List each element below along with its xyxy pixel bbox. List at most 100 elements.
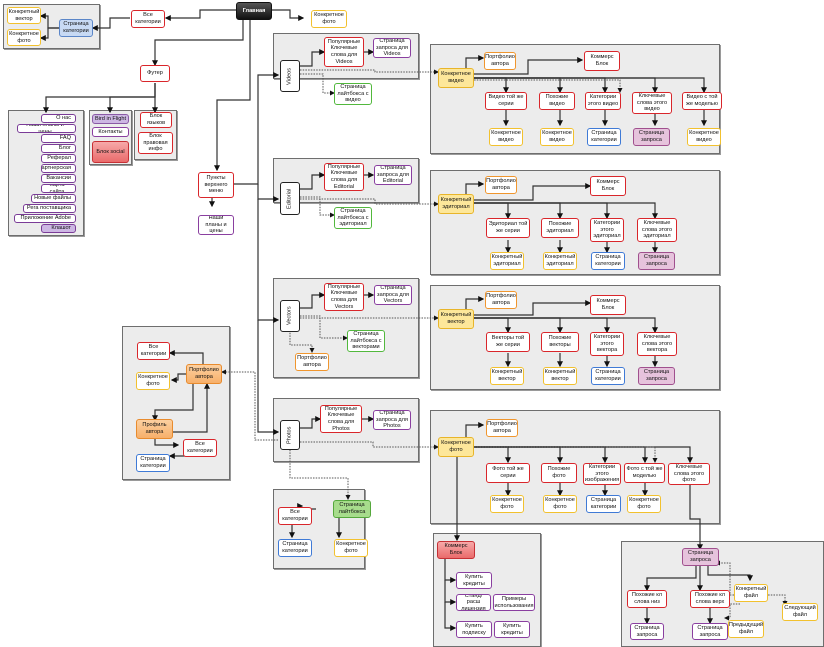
node-vectors-child-3[interactable]: Ключевые слова этого вектора [637, 332, 677, 356]
node-author-all-categories-2[interactable]: Все категории [183, 439, 217, 457]
node-video-target-0[interactable]: Конкретное видео [489, 128, 523, 146]
node-specific-video[interactable]: Конкретное видео [438, 68, 474, 88]
node-footer[interactable]: Футер [140, 65, 170, 82]
node-vectors-commerce[interactable]: Коммерс Блок [590, 295, 626, 315]
node-prev-file[interactable]: Предыдущий файл [728, 620, 764, 638]
node-editorial-lightbox[interactable]: Страница лайтбокса с эдиториал [334, 207, 372, 229]
node-editorial-target-0[interactable]: Конкретный эдиториал [490, 252, 524, 270]
footer-link-referral[interactable]: Реферал [41, 154, 76, 163]
node-vectors-author-portfolio[interactable]: Портфолио автора [295, 353, 329, 371]
node-photos-target-2[interactable]: Страница категории [586, 495, 621, 513]
node-vectors-target-3[interactable]: Страница запроса [638, 367, 675, 385]
node-video-target-1[interactable]: Конкретное видео [540, 128, 574, 146]
footer-legal[interactable]: Блок правовая инфо [138, 132, 173, 154]
node-vectors-portfolio[interactable]: Портфолио автора [485, 291, 517, 309]
node-vectors-query[interactable]: Страница запроса для Vectors [374, 285, 412, 305]
node-photos-portfolio[interactable]: Портфолио автора [486, 419, 518, 437]
node-vectors-child-1[interactable]: Похожие векторы [541, 332, 579, 352]
node-editorial-portfolio[interactable]: Портфолио автора [485, 176, 517, 194]
node-video-target-3[interactable]: Страница запроса [633, 128, 670, 146]
node-editorial-query[interactable]: Страница запроса для Editorial [374, 165, 412, 185]
node-specific-photo-main[interactable]: Конкретное фото [438, 437, 474, 457]
node-photos-child-3[interactable]: Фото с той же моделью [624, 463, 665, 483]
node-license[interactable]: Станд/расш лицензия [456, 594, 491, 611]
node-query-page-1[interactable]: Страница запроса [630, 623, 664, 640]
node-video-child-3[interactable]: Ключевые слова этого видео [632, 92, 672, 114]
node-lightbox-specific-photo[interactable]: Конкретное фото [334, 539, 368, 557]
node-photos-child-1[interactable]: Похожие фото [541, 463, 577, 483]
node-specific-vector-main[interactable]: Конкретный вектор [438, 309, 474, 329]
node-editorial-keywords[interactable]: Популярные Ключевые слова для Editorial [324, 163, 364, 191]
node-vectors-target-1[interactable]: Конкретный вектор [543, 367, 577, 385]
node-similar-up[interactable]: Похожие кл слова верх [690, 590, 730, 608]
node-lightbox-page[interactable]: Страница лайтбокса [333, 500, 371, 518]
node-vectors-target-0[interactable]: Конкретный вектор [490, 367, 524, 385]
tab-vectors[interactable]: Vectors [280, 300, 300, 332]
node-editorial-target-1[interactable]: Конкретный эдиториал [543, 252, 577, 270]
node-vectors-keywords[interactable]: Популярные Ключевые слова для Vectors [324, 283, 364, 311]
node-author-profile[interactable]: Профиль автора [136, 419, 173, 439]
footer-link-klashot[interactable]: Клашот [41, 224, 76, 233]
node-commerce[interactable]: Коммерс Блок [437, 541, 475, 559]
footer-link-about[interactable]: О нас [41, 114, 76, 123]
node-photos-keywords[interactable]: Популярные Ключевые слова для Photos [320, 405, 362, 433]
footer-bird-in-flight[interactable]: Bird in Flight [92, 114, 129, 124]
node-vectors-child-0[interactable]: Векторы той же серии [486, 332, 530, 352]
node-top-menu[interactable]: Пункты верхнего меню [198, 172, 234, 198]
tab-editorial[interactable]: Editorial [280, 182, 300, 215]
node-video-commerce[interactable]: Коммерс Блок [584, 51, 620, 71]
node-lightbox-all-categories[interactable]: Все категории [278, 507, 312, 525]
node-photos-target-0[interactable]: Конкретное фото [490, 495, 524, 513]
node-specific-editorial[interactable]: Конкретный эдиториал [438, 194, 474, 214]
node-specific-vector[interactable]: Конкретный вектор [7, 7, 41, 24]
node-videos-keywords[interactable]: Популярные Ключевые слова для Videos [324, 37, 364, 67]
node-photos-query[interactable]: Страница запроса для Photos [373, 410, 411, 430]
footer-link-jobs[interactable]: Вакансии [41, 174, 76, 183]
footer-link-partner[interactable]: Партнерская [41, 164, 76, 173]
node-query-page[interactable]: Страница запроса [682, 548, 719, 566]
node-author-all-categories[interactable]: Все категории [137, 342, 170, 360]
node-specific-file[interactable]: Конкретный файл [734, 584, 768, 602]
node-vectors-target-2[interactable]: Страница категории [591, 367, 625, 385]
node-video-child-2[interactable]: Категории этого видео [585, 92, 621, 110]
footer-link-sitemap[interactable]: Карта сайта [41, 184, 76, 193]
node-lightbox-category-page[interactable]: Страница категории [278, 539, 312, 557]
tab-photos[interactable]: Photos [280, 420, 300, 450]
node-next-file[interactable]: Следующий файл [782, 603, 818, 621]
node-similar-down[interactable]: Похожие кл слова низ [627, 590, 667, 608]
node-editorial-child-2[interactable]: Категории этого эдиториал [590, 218, 624, 242]
node-editorial-child-0[interactable]: Эдиториал той же серии [486, 218, 530, 238]
footer-link-plans[interactable]: Наши планы и цены [17, 124, 76, 133]
node-author-specific-photo[interactable]: Конкретное фото [136, 372, 170, 390]
footer-contacts[interactable]: Контакты [92, 127, 129, 137]
node-home[interactable]: Главная [236, 2, 272, 20]
node-author-category-page[interactable]: Страница категории [136, 454, 170, 472]
node-videos-query[interactable]: Страница запроса для Videos [373, 38, 411, 58]
node-specific-photo-top[interactable]: Конкретное фото [311, 10, 347, 28]
node-editorial-child-3[interactable]: Ключевые слова этого эдиториал [637, 218, 677, 242]
node-editorial-target-3[interactable]: Страница запроса [638, 252, 675, 270]
node-video-child-1[interactable]: Похожие видео [539, 92, 575, 110]
node-buy-credits[interactable]: Купить кредиты [456, 572, 492, 589]
footer-link-faq[interactable]: FAQ [41, 134, 76, 143]
node-specific-photo-cat[interactable]: Конкретное фото [7, 29, 41, 46]
node-photos-child-2[interactable]: Категории этого изображения [583, 463, 621, 485]
node-photos-target-3[interactable]: Конкретное фото [627, 495, 661, 513]
node-photos-child-0[interactable]: Фото той же серии [486, 463, 530, 483]
footer-social[interactable]: Блок social [92, 141, 129, 163]
node-category-page[interactable]: Страница категории [59, 19, 93, 37]
node-buy-subscription[interactable]: Купить подписку [456, 621, 492, 638]
node-editorial-child-1[interactable]: Похожие эдиториал [541, 218, 579, 238]
node-video-child-0[interactable]: Видео той же серии [485, 92, 527, 110]
node-video-target-4[interactable]: Конкретное видео [687, 128, 721, 146]
node-query-page-2[interactable]: Страница запроса [692, 623, 728, 640]
node-plans[interactable]: Наши планы и цены [198, 215, 234, 235]
node-examples[interactable]: Примеры использования [493, 594, 535, 611]
node-video-portfolio[interactable]: Портфолио автора [484, 52, 516, 70]
node-editorial-target-2[interactable]: Страница категории [591, 252, 625, 270]
node-all-categories[interactable]: Все категории [131, 10, 165, 28]
tab-videos[interactable]: Videos [280, 60, 300, 92]
node-video-target-2[interactable]: Страница категории [587, 128, 621, 146]
footer-languages[interactable]: Блок языков [140, 112, 172, 128]
footer-link-contributor[interactable]: Рега поставщика [23, 204, 76, 213]
